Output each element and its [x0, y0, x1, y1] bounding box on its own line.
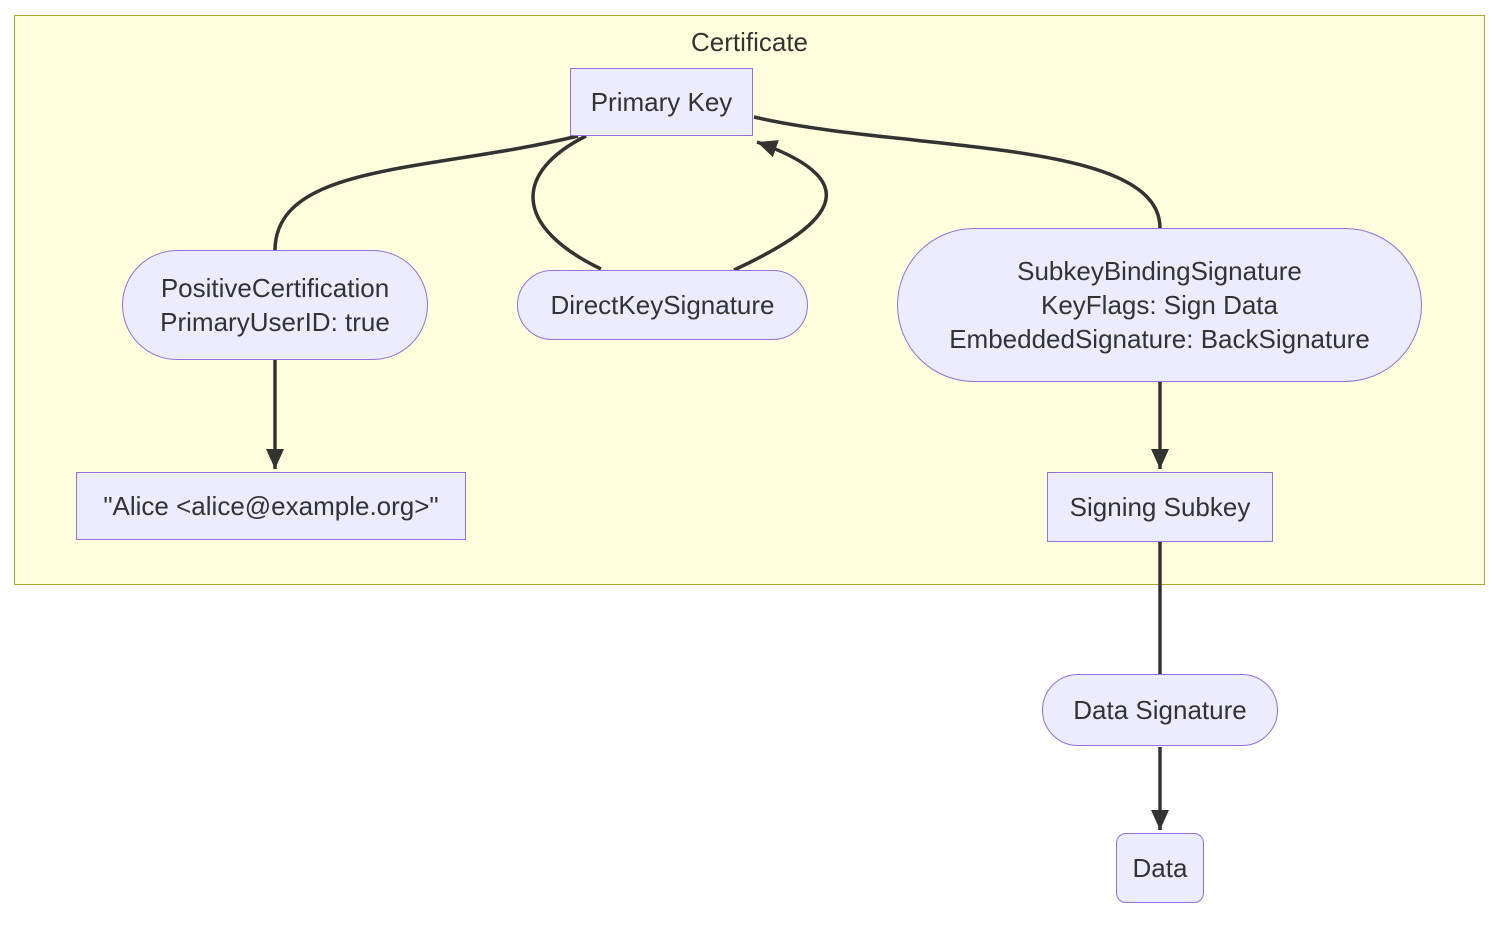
- node-signing-subkey: Signing Subkey: [1047, 472, 1273, 542]
- node-positive-certification: PositiveCertification PrimaryUserID: tru…: [122, 250, 428, 360]
- node-subkey-binding-signature-line2: KeyFlags: Sign Data: [1040, 290, 1278, 320]
- certificate-title: Certificate: [690, 27, 809, 57]
- node-subkey-binding-signature-line3: EmbeddedSignature: BackSignature: [949, 324, 1370, 354]
- node-data-signature: Data Signature: [1042, 674, 1278, 746]
- node-data-signature-label: Data Signature: [1073, 695, 1247, 725]
- node-data: Data: [1116, 833, 1204, 903]
- node-subkey-binding-signature-line1: SubkeyBindingSignature: [1017, 256, 1302, 286]
- node-positive-certification-line2: PrimaryUserID: true: [160, 307, 390, 337]
- node-direct-key-signature-label: DirectKeySignature: [550, 290, 775, 320]
- node-data-label: Data: [1132, 853, 1188, 883]
- edge-direct-key-signature-to-primary-key: [733, 140, 828, 272]
- edge-primary-key-to-positive-certification: [273, 134, 579, 251]
- node-signing-subkey-label: Signing Subkey: [1069, 492, 1251, 522]
- edge-primary-key-to-subkey-binding-signature: [753, 115, 1162, 229]
- node-subkey-binding-signature: SubkeyBindingSignature KeyFlags: Sign Da…: [897, 228, 1422, 382]
- node-primary-key-label: Primary Key: [590, 87, 733, 117]
- node-user-id: "Alice <alice@example.org>": [76, 472, 466, 540]
- node-user-id-label: "Alice <alice@example.org>": [103, 491, 439, 521]
- node-direct-key-signature: DirectKeySignature: [517, 270, 808, 340]
- node-primary-key: Primary Key: [570, 68, 753, 136]
- node-positive-certification-line1: PositiveCertification: [160, 273, 390, 303]
- edge-primary-key-to-direct-key-signature: [531, 134, 602, 271]
